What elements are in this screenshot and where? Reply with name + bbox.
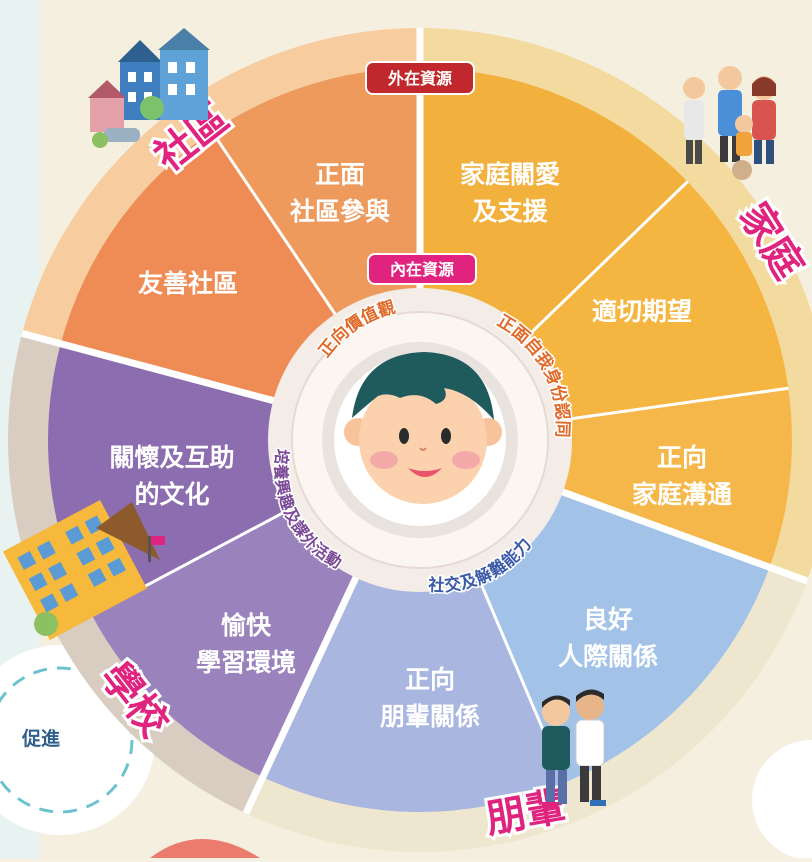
outer-resources-label: 外在資源 <box>387 69 452 88</box>
separator-line-6 <box>568 386 789 421</box>
outer-ring-peers <box>245 567 808 852</box>
family-icon <box>683 66 776 180</box>
bottom-deco <box>150 839 260 858</box>
outer-ring-family <box>420 28 812 581</box>
segment-good-relations-line2: 人際關係 <box>558 642 658 671</box>
teens-icon <box>542 689 606 808</box>
outer-resources-badge: 外在資源 <box>365 61 475 95</box>
side-bubble-dash <box>0 666 134 814</box>
segment-friendly-community <box>60 131 337 402</box>
segment-positive-community <box>211 68 420 316</box>
inner-resources-badge: 內在資源 <box>367 253 477 285</box>
segment-family-communication-line1: 正向 <box>657 443 707 472</box>
segment-friendly-community-label: 友善社區 <box>138 269 238 298</box>
segment-learning-env-line2: 學習環境 <box>196 648 296 677</box>
segment-peer-relations <box>262 575 566 812</box>
child-face-icon <box>344 352 502 504</box>
segment-family-communication-line2: 家庭溝通 <box>632 480 732 509</box>
separator-line-4 <box>210 130 338 317</box>
segment-family-care-line1: 家庭關愛 <box>460 160 560 189</box>
segment-good-relations-line1: 良好 <box>583 605 633 634</box>
segment-learning-env-line1: 愉快 <box>221 611 272 640</box>
separator-line-0 <box>21 329 277 405</box>
separator-line-5 <box>526 180 689 337</box>
segment-expectations-label: 適切期望 <box>592 297 692 326</box>
segment-positive-community-line1: 正面 <box>315 160 365 189</box>
right-bubble <box>752 740 812 860</box>
segment-peer-relations-line2: 朋輩關係 <box>380 702 480 731</box>
houses-icon <box>88 28 210 148</box>
outer-ring-community <box>22 28 420 344</box>
school-icon <box>2 500 165 640</box>
inner-resources-label: 內在資源 <box>390 260 454 279</box>
segment-family-communication <box>560 388 792 568</box>
segment-separators <box>21 28 809 815</box>
segment-family-care <box>420 68 688 336</box>
separator-line-2 <box>559 488 809 585</box>
side-label: 促進 <box>21 727 60 750</box>
separator-line-3 <box>242 574 360 815</box>
segment-family-care-line2: 及支援 <box>472 197 548 226</box>
segment-expectations <box>527 181 789 420</box>
segment-peer-relations-line1: 正向 <box>405 665 455 694</box>
segment-caring-culture-line2: 的文化 <box>134 480 209 509</box>
segment-positive-community-line2: 社區參與 <box>290 197 390 226</box>
segment-caring-culture-line1: 關懷及互助 <box>109 443 234 472</box>
